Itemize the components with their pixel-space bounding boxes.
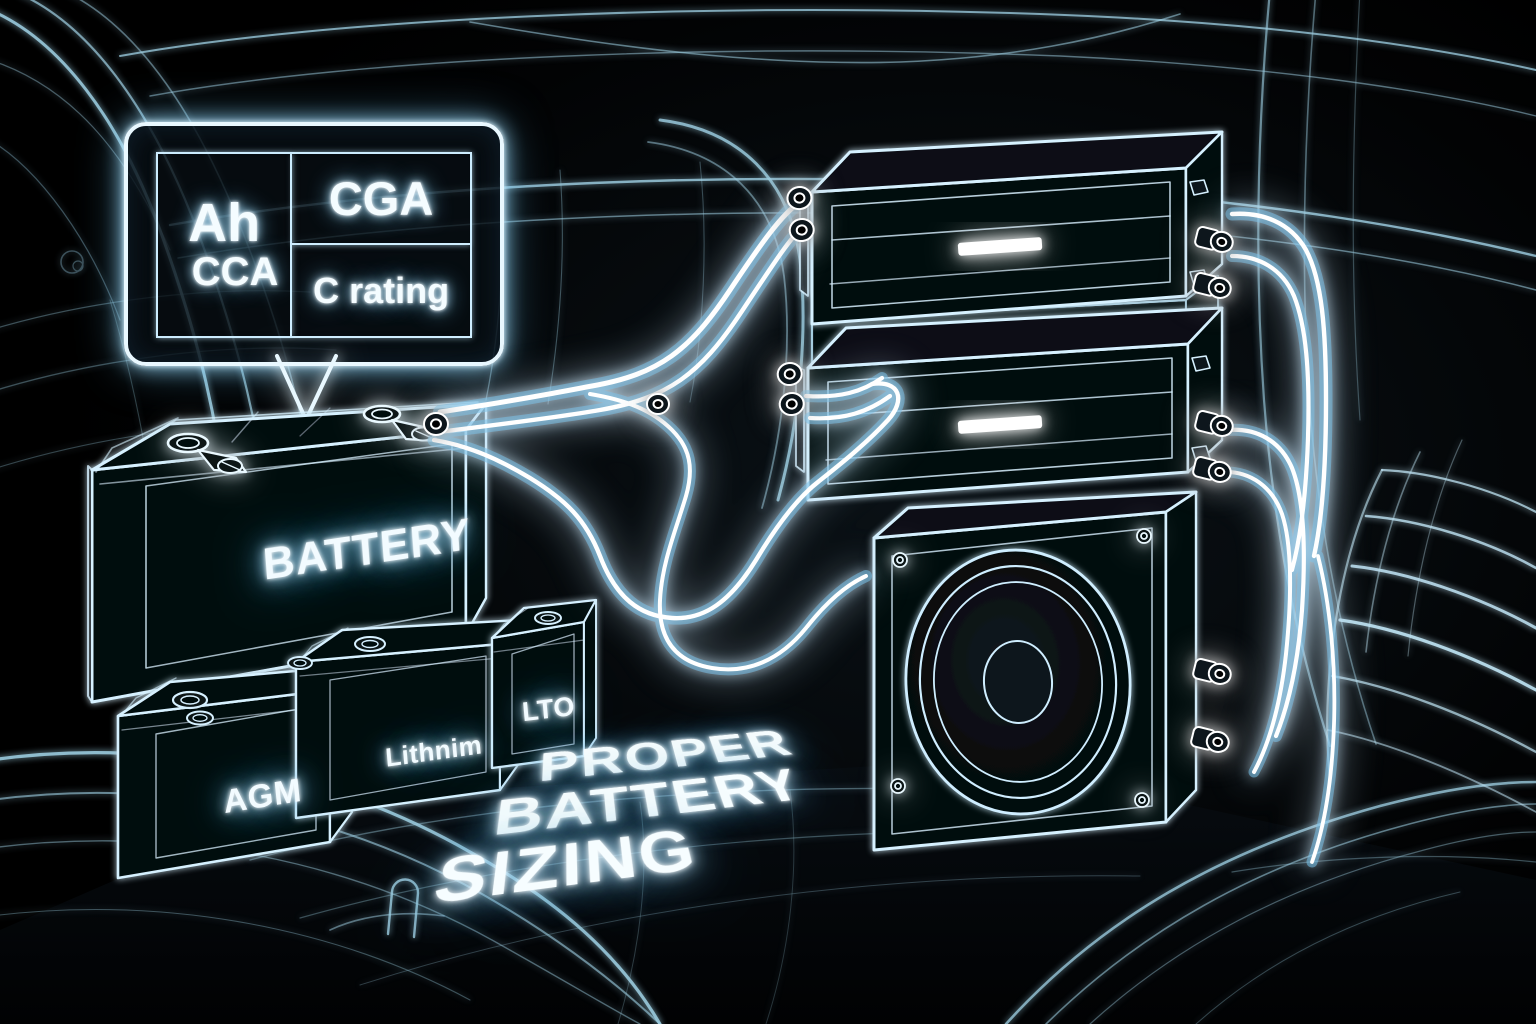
callout-label-ah: Ah bbox=[188, 193, 261, 254]
battery-lto bbox=[490, 598, 598, 770]
cable-terminal-lugs bbox=[423, 186, 1234, 753]
callout-label-c-rating: C rating bbox=[313, 269, 450, 311]
battery-lithium bbox=[287, 618, 522, 820]
callout-label-cca: CCA bbox=[191, 249, 279, 294]
amplifier-top-led bbox=[957, 237, 1043, 256]
battery-spec-callout[interactable]: Ah CCA CGA C rating bbox=[124, 122, 504, 366]
subwoofer-cone bbox=[904, 548, 1132, 816]
amplifier-middle bbox=[795, 306, 1224, 502]
callout-label-cga: CGA bbox=[328, 172, 434, 225]
callout-cell-c-rating: C rating bbox=[292, 245, 470, 336]
amplifier-middle-led bbox=[957, 415, 1043, 434]
main-battery-terminals bbox=[166, 404, 440, 474]
callout-cell-cga: CGA bbox=[292, 154, 470, 245]
callout-cell-ah-cca: Ah CCA bbox=[158, 154, 293, 336]
callout-grid: Ah CCA CGA C rating bbox=[156, 152, 472, 338]
trunk-floor bbox=[0, 760, 1536, 1024]
subwoofer-corner-screws bbox=[890, 528, 1152, 808]
amplifier-top bbox=[799, 130, 1224, 326]
power-cables bbox=[427, 195, 1340, 868]
